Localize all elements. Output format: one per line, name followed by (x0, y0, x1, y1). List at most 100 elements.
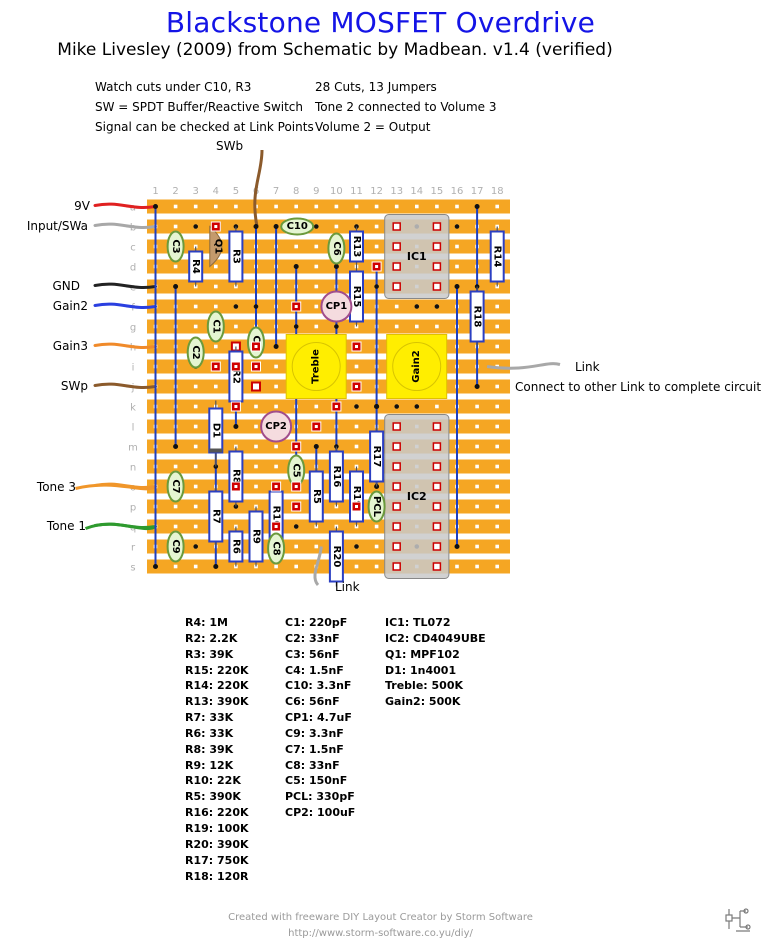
ic-pin (392, 242, 401, 251)
bom-item: R8: 39K (185, 742, 234, 756)
capacitor-body (280, 217, 315, 236)
ic-body (384, 214, 450, 299)
footer-url[interactable]: http://www.storm-software.co.yu/diy/ (288, 928, 473, 939)
resistor-label: R9 (251, 529, 262, 544)
ic-pin (392, 562, 401, 571)
bom-item: R7: 33K (185, 711, 234, 725)
resistor-r15: R15 (349, 266, 364, 327)
capacitor-body (327, 232, 346, 265)
strip-hole (495, 524, 499, 529)
jumper-end (474, 204, 480, 209)
strip-hole (354, 424, 359, 429)
resistor-r18: R18 (469, 286, 485, 347)
strip-hole (214, 264, 218, 269)
strip-hole (274, 464, 278, 469)
resistor-r20: R20 (328, 526, 344, 587)
strip-hole (435, 204, 439, 209)
row-letter: k (130, 403, 136, 414)
solder-dot (474, 384, 480, 389)
resistor-label: R5 (311, 489, 322, 504)
jumper-end (153, 564, 158, 569)
diode-band (209, 448, 223, 453)
ic-pin (432, 262, 442, 271)
strip-hole (173, 564, 178, 569)
track-cut-hole (274, 525, 278, 528)
resistor-label: R19 (351, 486, 362, 508)
strip-hole (394, 304, 399, 309)
strip-hole (274, 444, 278, 449)
resistor-r2: R2 (228, 346, 244, 407)
bom-item: IC1: TL072 (385, 616, 451, 629)
wire-label-gain2: Gain2 (52, 299, 88, 313)
track-cut-hole (294, 505, 298, 508)
strip-hole (274, 564, 278, 569)
bom-item: R17: 750K (185, 853, 249, 867)
strip-hole (193, 444, 198, 449)
link-right-note: Connect to other Link to complete circui… (515, 380, 761, 394)
diylc-logo-icon (725, 908, 751, 932)
pot-body (386, 334, 448, 399)
bom-item: R18: 120R (185, 869, 249, 883)
resistor-label: R17 (371, 446, 382, 468)
electrolytic-body (260, 410, 293, 443)
wire-swp (93, 382, 157, 389)
jumper-end (213, 564, 219, 569)
ic-pin (392, 262, 401, 271)
solder-dot (193, 544, 198, 549)
ic-pin (392, 442, 401, 451)
bom-item: C5: 150nF (285, 774, 348, 788)
strip-hole (475, 464, 479, 469)
bom-item: R10: 22K (185, 774, 241, 788)
strip-hole (374, 224, 379, 229)
solder-dot (334, 324, 339, 329)
track-cut-hole (234, 405, 238, 408)
row-letter: n (130, 463, 136, 474)
strip-hole (294, 564, 298, 569)
bom-resistors: R4: 1M R2: 2.2K R3: 39K R15: 220K R14: 2… (185, 615, 249, 884)
electrolytic-label: CP1 (326, 301, 348, 312)
strip-hole (354, 564, 359, 569)
bom-item: R3: 39K (185, 647, 234, 661)
resistor-r6: R6 (228, 526, 244, 567)
column-number: 2 (172, 186, 178, 197)
strip-hole (214, 344, 218, 349)
ic-pin (432, 282, 442, 291)
capacitor-body (367, 490, 386, 523)
pot-shaft (291, 342, 341, 391)
solder-dot (253, 304, 259, 309)
pot-body (285, 334, 347, 399)
wire-label-swb: SWb (216, 139, 244, 153)
bom-item: R6: 33K (185, 726, 234, 740)
ic-ic1: IC1 (384, 214, 450, 299)
strip-hole (314, 544, 319, 549)
bom-item: C4: 1.5nF (285, 663, 344, 677)
resistor-body (489, 230, 505, 283)
capacitor-body (206, 310, 225, 343)
footer-credit: Created with freeware DIY Layout Creator… (228, 912, 533, 923)
track-cut-hole (375, 265, 379, 268)
wire-label-tone3: Tone 3 (36, 480, 76, 494)
jumper-end (273, 344, 279, 349)
resistor-label: R7 (210, 509, 221, 524)
bom-item: R4: 1M (185, 616, 228, 629)
capacitor-c8: C8 (267, 532, 286, 565)
ic-ic2: IC2 (384, 414, 450, 579)
resistor-body (469, 290, 485, 343)
note-switch: SW = SPDT Buffer/Reactive Switch (95, 100, 304, 114)
strip-hole (354, 444, 359, 449)
bom-item: C9: 3.3nF (285, 726, 344, 740)
column-number: 12 (370, 186, 383, 197)
ic-body (384, 414, 450, 579)
strip-hole (495, 324, 499, 329)
strip-hole (173, 504, 178, 509)
strip-hole (314, 304, 319, 309)
bom-capacitors: C1: 220pF C2: 33nF C3: 56nF C4: 1.5nF C1… (285, 615, 355, 821)
strip-hole (193, 464, 198, 469)
capacitor-label: C1 (210, 319, 221, 333)
strip-hole (214, 384, 218, 389)
ic-pin (432, 242, 442, 251)
ic-pin (392, 542, 401, 551)
strip-hole (374, 544, 379, 549)
strip-hole (274, 204, 278, 209)
capacitor-body (166, 230, 185, 263)
